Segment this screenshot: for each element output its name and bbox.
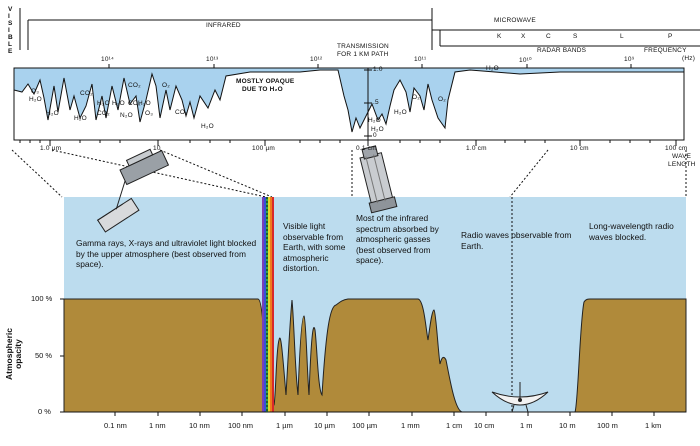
radar-letter: X <box>521 33 526 40</box>
transmission-band <box>13 67 685 133</box>
radar-bands-label: RADAR BANDS <box>537 47 587 54</box>
molecule-label: H₂O <box>201 123 214 130</box>
x-tick: 1 m <box>520 421 533 430</box>
molecule-label: H₂O <box>74 115 87 122</box>
x-tick: 10 nm <box>189 421 210 430</box>
x-tick: 100 µm <box>352 421 378 430</box>
opaque-label-2: DUE TO H₂O <box>242 86 283 93</box>
molecule-label: O₃ <box>31 88 40 95</box>
molecule-label: H₂O <box>138 100 151 107</box>
microwave-label: MICROWAVE <box>494 17 536 24</box>
wavelength-label: WAVE <box>672 153 692 160</box>
visible-letter: S <box>8 20 13 27</box>
visible-letter: B <box>8 34 13 41</box>
freq-tick: 10¹² <box>310 56 323 63</box>
molecule-label: O₂ <box>162 82 170 89</box>
molecule-label: H₂O <box>46 110 59 117</box>
infrared-label: INFRARED <box>206 22 241 29</box>
wave-tick: 10 <box>153 145 161 152</box>
radar-letter: P <box>668 33 673 40</box>
wave-tick: 10 cm <box>570 145 589 152</box>
wavelength-label-2: LENGTH <box>668 161 696 168</box>
freq-tick: 10¹⁰ <box>519 57 532 64</box>
molecule-label: H₂O <box>371 126 384 133</box>
visible-letter: I <box>8 27 10 34</box>
molecule-label: H₂O <box>112 100 125 107</box>
wave-tick: 1.0 cm <box>466 145 487 152</box>
y-axis-title: Atmospheric opacity <box>4 328 23 380</box>
annotation-longwave: Long-wavelength radio waves blocked. <box>589 221 674 242</box>
molecule-label: O₂ <box>438 96 446 103</box>
wave-tick: 1.0 µm <box>40 145 62 152</box>
freq-tick: 10¹³ <box>206 56 219 63</box>
molecule-label: CO₂ <box>97 110 110 117</box>
molecule-label: H₂O <box>486 65 499 72</box>
y-tick: 100 % <box>31 294 53 303</box>
x-tick: 0.1 nm <box>104 421 127 430</box>
x-tick: 100 nm <box>228 421 254 430</box>
x-tick: 1 µm <box>276 421 293 430</box>
visible-letter: L <box>8 41 12 48</box>
y-tick: 0 % <box>38 407 51 416</box>
frequency-unit: (Hz) <box>682 55 696 62</box>
molecule-label: H₂O <box>394 109 407 116</box>
transmission-label-2: FOR 1 KM PATH <box>337 51 389 58</box>
radar-letter: S <box>573 33 578 40</box>
visible-letter: I <box>8 13 10 20</box>
molecule-label: H₂O <box>29 96 42 103</box>
annotation-infrared: Most of the infrared spectrum absorbed b… <box>356 213 439 265</box>
radio-dish-icon <box>491 382 549 413</box>
telescope-icon <box>359 145 398 214</box>
x-tick: 10 m <box>559 421 576 430</box>
molecule-label: CO₂ <box>80 90 93 97</box>
freq-tick: 10¹⁴ <box>101 56 114 63</box>
annotation-visible: Visible light observable from Earth, wit… <box>283 221 346 273</box>
molecule-label: O₃ <box>145 110 154 117</box>
visible-letter: V <box>8 6 13 13</box>
y-tick: 50 % <box>35 351 53 360</box>
x-tick: 1 cm <box>446 421 463 430</box>
wave-tick: 0.1 cm <box>356 145 377 152</box>
visible-letter: E <box>8 48 13 55</box>
scale-05: .5 <box>373 99 379 106</box>
opacity-curve <box>63 298 687 413</box>
x-tick: 10 µm <box>314 421 335 430</box>
molecule-label: CO₂ <box>175 109 188 116</box>
satellite-icon <box>96 148 170 233</box>
scale-0: 0 <box>373 132 377 139</box>
x-tick: 1 nm <box>149 421 166 430</box>
molecule-label: O₂ <box>412 94 420 101</box>
opaque-label: MOSTLY OPAQUE <box>236 78 295 85</box>
molecule-label: H₂O <box>368 117 381 124</box>
wave-tick: 100 cm <box>665 145 688 152</box>
freq-tick: 10⁹ <box>624 56 635 63</box>
transmission-label: TRANSMISSION <box>337 43 389 50</box>
freq-tick: 10¹¹ <box>414 56 427 63</box>
scale-1: 1.0 <box>373 66 383 73</box>
wave-tick: 100 µm <box>252 145 276 152</box>
x-tick: 10 cm <box>474 421 495 430</box>
molecule-label: H₂O <box>97 100 110 107</box>
radar-letter: L <box>620 33 624 40</box>
molecule-label: CO₂ <box>128 82 141 89</box>
annotation-radio: Radio waves observable from Earth. <box>461 230 572 251</box>
x-tick: 100 m <box>597 421 618 430</box>
molecule-label: N₂O <box>120 112 133 119</box>
frequency-label: FREQUENCY <box>644 47 687 54</box>
x-tick: 1 km <box>645 421 662 430</box>
radar-letter: C <box>546 33 551 40</box>
annotation-gamma: Gamma rays, X-rays and ultraviolet light… <box>76 238 257 269</box>
molecule-label: CO₂ <box>128 100 141 107</box>
x-tick: 1 mm <box>401 421 420 430</box>
radar-letter: K <box>497 33 502 40</box>
